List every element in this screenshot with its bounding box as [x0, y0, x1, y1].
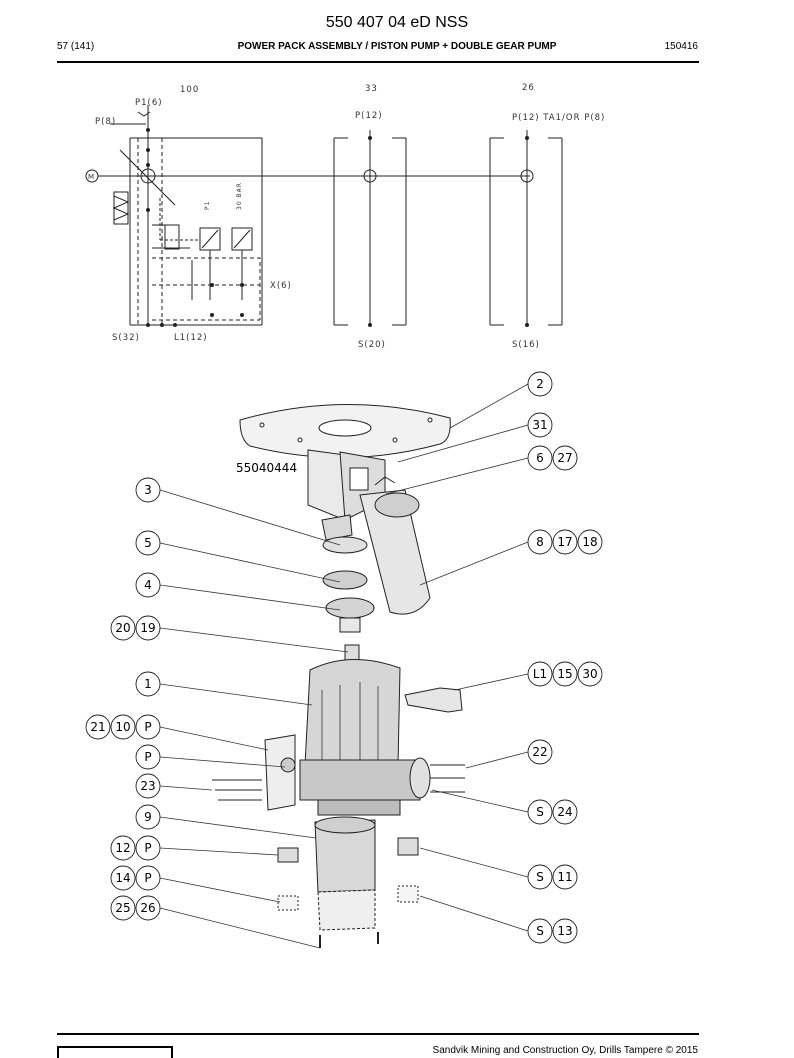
- document-title: 550 407 04 eD NSS: [325, 14, 469, 31]
- svg-text:15: 15: [557, 667, 572, 681]
- callout-8: 8: [527, 529, 553, 555]
- drawing-part-number: 55040444: [236, 461, 297, 475]
- svg-text:19: 19: [140, 621, 155, 635]
- callout-26: 26: [135, 895, 161, 921]
- svg-text:25: 25: [115, 901, 130, 915]
- schematic-label-s16: S(16): [512, 340, 540, 350]
- svg-text:P: P: [144, 720, 151, 734]
- svg-text:1: 1: [144, 677, 152, 691]
- callout-5: 5: [135, 530, 161, 556]
- callout-12: 12: [110, 835, 136, 861]
- svg-text:S: S: [536, 805, 544, 819]
- callout-17: 17: [552, 529, 578, 555]
- callout-P-4: P: [135, 865, 161, 891]
- callout-30: 30: [577, 661, 603, 687]
- callout-19: 19: [135, 615, 161, 641]
- svg-text:10: 10: [115, 720, 130, 734]
- callout-2: 2: [527, 371, 553, 397]
- svg-text:6: 6: [536, 451, 544, 465]
- svg-text:9: 9: [144, 810, 152, 824]
- svg-text:24: 24: [557, 805, 572, 819]
- svg-text:23: 23: [140, 779, 155, 793]
- exploded-assembly: [212, 403, 465, 948]
- schematic-label-x6: X(6): [270, 281, 292, 291]
- footer-copyright: Sandvik Mining and Construction Oy, Dril…: [432, 1045, 698, 1056]
- callout-S-1: S: [527, 799, 553, 825]
- callout-4: 4: [135, 572, 161, 598]
- schematic-label-p1: P1(6): [135, 98, 163, 108]
- svg-text:22: 22: [532, 745, 547, 759]
- callout-25: 25: [110, 895, 136, 921]
- svg-text:20: 20: [115, 621, 130, 635]
- svg-text:S: S: [536, 924, 544, 938]
- svg-text:14: 14: [115, 871, 130, 885]
- footer-rule: [57, 1033, 699, 1035]
- section-title: POWER PACK ASSEMBLY / PISTON PUMP + DOUB…: [237, 41, 557, 52]
- callout-13: 13: [552, 918, 578, 944]
- callout-14: 14: [110, 865, 136, 891]
- svg-text:30: 30: [582, 667, 597, 681]
- svg-text:P: P: [144, 750, 151, 764]
- svg-text:11: 11: [557, 870, 572, 884]
- callout-3: 3: [135, 477, 161, 503]
- callout-9: 9: [135, 804, 161, 830]
- callout-P-1: P: [135, 714, 161, 740]
- svg-text:3: 3: [144, 483, 152, 497]
- callout-S-2: S: [527, 864, 553, 890]
- schematic-label-s20: S(20): [358, 340, 386, 350]
- schematic-label-100: 100: [180, 85, 199, 95]
- callout-24: 24: [552, 799, 578, 825]
- callout-20: 20: [110, 615, 136, 641]
- svg-text:2: 2: [536, 377, 544, 391]
- callout-P-3: P: [135, 835, 161, 861]
- svg-text:S: S: [536, 870, 544, 884]
- svg-text:P: P: [144, 871, 151, 885]
- callout-6: 6: [527, 445, 553, 471]
- schematic-label-30bar: 30 BAR: [236, 182, 243, 210]
- schematic-label-26: 26: [522, 83, 535, 93]
- svg-text:P: P: [144, 841, 151, 855]
- callout-L1: L1: [527, 661, 553, 687]
- sandvik-logo: [57, 1046, 173, 1058]
- svg-text:4: 4: [144, 578, 152, 592]
- callout-1: 1: [135, 671, 161, 697]
- svg-text:5: 5: [144, 536, 152, 550]
- schematic-label-33: 33: [365, 84, 378, 94]
- hydraulic-schematic: 100 33 26 P1(6) P(8) P(12) P(12) TA1/OR …: [85, 83, 605, 350]
- callout-10: 10: [110, 714, 136, 740]
- page-number: 57 (141): [57, 41, 95, 52]
- svg-text:31: 31: [532, 418, 547, 432]
- svg-text:17: 17: [557, 535, 572, 549]
- svg-text:21: 21: [90, 720, 105, 734]
- schematic-label-s32: S(32): [112, 333, 140, 343]
- document-code: 150416: [664, 41, 698, 52]
- svg-text:13: 13: [557, 924, 572, 938]
- svg-text:26: 26: [140, 901, 155, 915]
- svg-text:27: 27: [557, 451, 572, 465]
- svg-text:8: 8: [536, 535, 544, 549]
- callout-P-2: P: [135, 744, 161, 770]
- schematic-label-p12: P(12): [355, 111, 383, 121]
- callout-22: 22: [527, 739, 553, 765]
- schematic-label-p8: P(8): [95, 117, 116, 127]
- schematic-label-l1: L1(12): [174, 333, 208, 343]
- callout-23: 23: [135, 773, 161, 799]
- svg-text:12: 12: [115, 841, 130, 855]
- callout-21: 21: [85, 714, 111, 740]
- motor-label: M: [88, 173, 95, 181]
- callout-11: 11: [552, 864, 578, 890]
- callout-18: 18: [577, 529, 603, 555]
- callout-31: 31: [527, 412, 553, 438]
- leader-lines: [159, 383, 529, 949]
- callout-S-3: S: [527, 918, 553, 944]
- callouts: 2 31 6 27 3 8 17 18 5 4 20 19 L1 15 30 1…: [85, 371, 603, 944]
- header-rule: [57, 61, 699, 63]
- svg-text:L1: L1: [533, 667, 547, 681]
- callout-15: 15: [552, 661, 578, 687]
- callout-27: 27: [552, 445, 578, 471]
- schematic-label-p1-small: P1: [204, 201, 211, 210]
- schematic-label-p12-ta: P(12) TA1/OR P(8): [512, 113, 605, 123]
- svg-text:18: 18: [582, 535, 597, 549]
